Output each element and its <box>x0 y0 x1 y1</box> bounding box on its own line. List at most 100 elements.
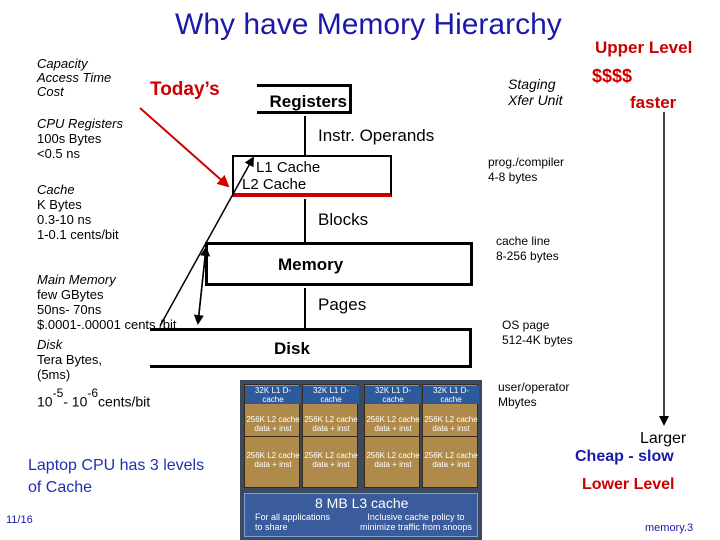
staging-line: prog./compiler <box>488 155 565 169</box>
info-line: 100s Bytes <box>37 131 102 146</box>
l1-label: 32K L1 D-cache <box>365 386 421 404</box>
l2-line: 256K L2 cache <box>304 451 358 460</box>
l2-line: 256K L2 cache <box>246 415 300 424</box>
cost-exponent: -5 <box>52 386 64 400</box>
staging-line: OS page <box>502 318 550 332</box>
staging-line-1: Staging <box>508 76 556 92</box>
capacity-header-line: Cost <box>37 84 64 99</box>
memory-label: Memory <box>278 255 344 274</box>
disk-label: Disk <box>274 339 310 358</box>
l1-label: 32K L1 D-cache <box>303 386 359 404</box>
l2-line: 256K L2 cache <box>366 451 420 460</box>
laptop-note-line: Laptop CPU has 3 levels <box>28 457 205 474</box>
cache-pointer-arrow <box>159 156 254 327</box>
info-line: 50ns- 70ns <box>37 302 102 317</box>
blocks-label: Blocks <box>318 210 369 229</box>
info-line: $.0001-.00001 cents /bit <box>37 317 177 332</box>
cost-base: 10 <box>37 393 53 410</box>
l3-line: For all applications <box>255 512 331 522</box>
cost-dollars-label: $$$$ <box>592 66 633 86</box>
staging-prog: prog./compiler 4-8 bytes <box>488 155 564 185</box>
info-line: <0.5 ns <box>37 146 81 161</box>
cache-info: Cache K Bytes 0.3-10 ns 1-0.1 cents/bit <box>37 182 119 242</box>
pages-label: Pages <box>318 295 367 314</box>
l2-line: data + inst <box>254 460 292 469</box>
l1-label: 32K L1 D-cache <box>423 386 479 404</box>
staging-header: Staging Xfer Unit <box>508 76 562 108</box>
info-line: Tera Bytes, <box>37 352 103 367</box>
staging-line: user/operator <box>498 380 570 394</box>
l2-line: data + inst <box>254 424 292 433</box>
disk-info: Disk Tera Bytes, (5ms) <box>37 337 102 382</box>
upper-level-label: Upper Level <box>595 38 693 57</box>
laptop-note-line: of Cache <box>28 479 93 496</box>
info-line: Disk <box>37 337 63 352</box>
staging-ospage: OS page 512-4K bytes <box>502 318 573 348</box>
l2-line: data + inst <box>374 424 412 433</box>
l1-cache-label: L1 Cache <box>256 159 321 176</box>
cost-mid: - 10 <box>63 393 88 410</box>
l2-line: data + inst <box>432 424 470 433</box>
info-line: 1-0.1 cents/bit <box>37 227 119 242</box>
cost-exponent: -6 <box>87 386 99 400</box>
memory-pointer-arrow-down <box>193 247 207 325</box>
todays-arrow <box>139 107 230 188</box>
todays-label: Today’s <box>150 79 220 100</box>
l3-line: Inclusive cache policy to <box>367 512 465 522</box>
info-line: few GBytes <box>37 287 104 302</box>
l2-line: data + inst <box>374 460 412 469</box>
l2-line: 256K L2 cache <box>424 451 478 460</box>
staging-line: 4-8 bytes <box>488 170 538 184</box>
capacity-header: Capacity Access Time Cost <box>37 57 111 99</box>
disk-box: Disk <box>150 328 472 368</box>
staging-line: 8-256 bytes <box>496 249 559 263</box>
l2-line: 256K L2 cache <box>246 451 300 460</box>
info-line: (5ms) <box>37 367 71 382</box>
footer-page-label: memory.3 <box>645 522 694 534</box>
l3-line: minimize traffic from snoops <box>360 522 472 532</box>
info-line: CPU Registers <box>37 116 123 131</box>
l2-cache-label: L2 Cache <box>242 176 307 193</box>
registers-label: Registers <box>269 92 347 111</box>
larger-label: Larger <box>640 430 687 447</box>
cache-box: L1 Cache L2 Cache <box>232 155 392 197</box>
l2-line: data + inst <box>312 460 350 469</box>
capacity-header-line: Capacity <box>37 56 88 71</box>
main-memory-info: Main Memory few GBytes 50ns- 70ns $.0001… <box>37 272 177 332</box>
registers-box: Registers <box>257 84 352 114</box>
l3-title: 8 MB L3 cache <box>315 495 409 511</box>
staging-line: 512-4K bytes <box>502 333 573 347</box>
l1-label: 32K L1 D-cache <box>245 386 301 404</box>
cheap-slow-label: Cheap - slow <box>575 448 674 465</box>
l2-line: data + inst <box>312 424 350 433</box>
staging-line: cache line <box>496 234 551 248</box>
instr-operands-label: Instr. Operands <box>318 126 435 145</box>
staging-line-2: Xfer Unit <box>508 92 563 108</box>
staging-line: Mbytes <box>498 395 537 409</box>
capacity-header-line: Access Time <box>37 70 112 85</box>
l2-line: data + inst <box>432 460 470 469</box>
l2-line: 256K L2 cache <box>366 415 420 424</box>
l2-line: 256K L2 cache <box>304 415 358 424</box>
l2-line: 256K L2 cache <box>424 415 478 424</box>
faster-label: faster <box>630 93 677 112</box>
l3-line: to share <box>255 522 288 532</box>
